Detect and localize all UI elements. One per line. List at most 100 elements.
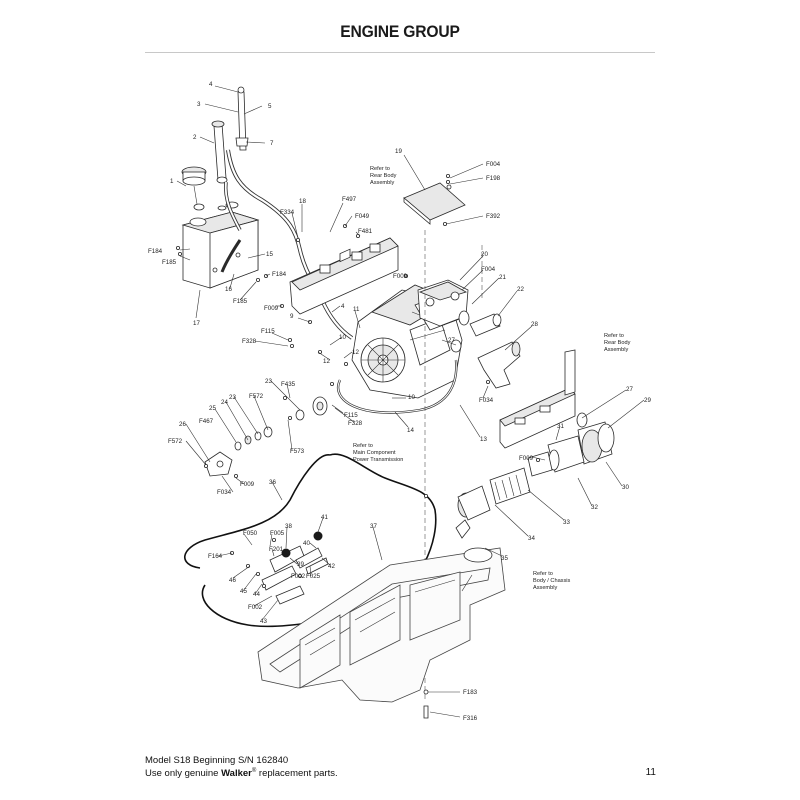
engine-mount-plate: [289, 237, 399, 315]
callout-label: 36: [269, 479, 276, 486]
footer-suffix: replacement parts.: [256, 768, 338, 780]
note-body-chassis: Refer to Body / Chassis Assembly: [533, 571, 571, 591]
callout-label: F392: [486, 213, 501, 220]
callout-label: F185: [233, 298, 248, 305]
note-line: Assembly: [604, 347, 628, 353]
callout-label: 10: [339, 334, 346, 341]
callout-label: 12: [352, 349, 359, 356]
callout-label: 17: [193, 320, 200, 327]
callout-label: F025: [306, 573, 321, 580]
pulley-clutch-parts: [204, 396, 328, 477]
callout-label: 45: [240, 588, 247, 595]
air-hose-part-28: [477, 341, 521, 389]
chassis-frame: [257, 547, 506, 703]
engine-harness-part-10: [337, 359, 458, 414]
callout-label: F328: [348, 420, 363, 427]
title-divider: [145, 52, 655, 53]
callout-label: F328: [242, 338, 257, 345]
throttle-control-parts: [261, 531, 329, 605]
air-cleaner-assembly: [455, 412, 615, 539]
callout-label: 32: [591, 504, 598, 511]
callout-label: F573: [290, 448, 305, 455]
note-line: Assembly: [370, 180, 394, 186]
note-line: Refer to: [604, 333, 624, 339]
note-line: Main Component: [353, 450, 396, 456]
callout-label: 18: [299, 198, 306, 205]
cover-plate-part-19: [403, 182, 466, 225]
callout-label: 16: [225, 286, 232, 293]
callout-label: F435: [281, 381, 296, 388]
note-line: Body / Chassis: [533, 578, 571, 584]
callout-label: 11: [353, 306, 360, 313]
callout-label: F049: [355, 213, 370, 220]
callout-label: F497: [342, 196, 357, 203]
callout-label: F004: [486, 161, 501, 168]
callout-label: 27: [626, 386, 633, 393]
callout-label: 20: [481, 251, 488, 258]
fuel-fill-neck-part: [211, 120, 228, 184]
callout-label: F009: [519, 455, 534, 462]
callout-labels: 4 3 5 2 7 1 19 F004 F198 F184 F185 18 F4…: [148, 81, 651, 722]
callout-label: 5: [268, 103, 272, 110]
callout-label: 43: [260, 618, 267, 625]
callout-label: F002: [291, 573, 306, 580]
callout-label: 2: [193, 134, 197, 141]
note-rear-body-2: Refer to Rear Body Assembly: [604, 333, 631, 353]
callout-label: 31: [557, 423, 564, 430]
callout-label: 13: [480, 436, 487, 443]
callout-label: F005: [270, 530, 285, 537]
leader-lines: [176, 85, 645, 718]
callout-label: 19: [395, 148, 402, 155]
callout-label: 35: [501, 555, 508, 562]
callout-label: F115: [261, 328, 275, 335]
callout-label: 24: [221, 399, 228, 406]
model-serial-text: Model S18 Beginning S/N 162840: [145, 755, 289, 766]
callout-label: F316: [463, 715, 478, 722]
note-main-component: Refer to Main Component Power Transmissi…: [353, 443, 403, 463]
callout-label: 30: [622, 484, 629, 491]
fuel-lines: [220, 149, 354, 340]
callout-label: 4: [209, 81, 213, 88]
note-rear-body-1: Refer to Rear Body Assembly: [370, 166, 397, 186]
callout-label: F164: [208, 553, 223, 560]
vent-tube-part: [235, 86, 249, 151]
callout-label: 10: [408, 394, 415, 401]
callout-label: 27: [448, 337, 455, 344]
callout-label: 37: [370, 523, 377, 530]
callout-label: F183: [463, 689, 478, 696]
callout-label: 40: [303, 540, 310, 547]
callout-label: F115: [344, 412, 358, 419]
note-line: Refer to: [353, 443, 373, 449]
callout-label: F184: [272, 271, 287, 278]
callout-label: F009: [240, 481, 255, 488]
callout-label: F009: [264, 305, 279, 312]
genuine-parts-text: Use only genuine Walker® replacement par…: [145, 766, 338, 779]
note-line: Rear Body: [604, 340, 631, 346]
callout-label: 29: [644, 397, 651, 404]
callout-label: 34: [528, 535, 535, 542]
callout-label: F034: [479, 397, 494, 404]
callout-label: 14: [407, 427, 414, 434]
callout-label: 3: [197, 101, 201, 108]
note-line: Power Transmission: [353, 457, 403, 463]
callout-label: 44: [253, 591, 260, 598]
callout-label: 1: [170, 178, 174, 185]
fuel-cap-part: [181, 166, 207, 211]
callout-label: 9: [290, 313, 294, 320]
callout-label: 25: [209, 405, 216, 412]
callout-label: F572: [168, 438, 183, 445]
callout-label: 23: [229, 394, 236, 401]
fuel-tank-assembly: [181, 201, 260, 289]
brand-name: Walker: [221, 768, 252, 780]
callout-label: 15: [266, 251, 273, 258]
callout-label: 39: [297, 561, 304, 568]
callout-label: 23: [265, 378, 272, 385]
muffler-bracket-part-20: [417, 279, 469, 327]
callout-label: F467: [199, 418, 214, 425]
callout-label: 7: [270, 140, 274, 147]
callout-label: 12: [323, 358, 330, 365]
callout-label: 4: [341, 303, 345, 310]
note-line: Refer to: [533, 571, 553, 577]
callout-label: 46: [229, 577, 236, 584]
